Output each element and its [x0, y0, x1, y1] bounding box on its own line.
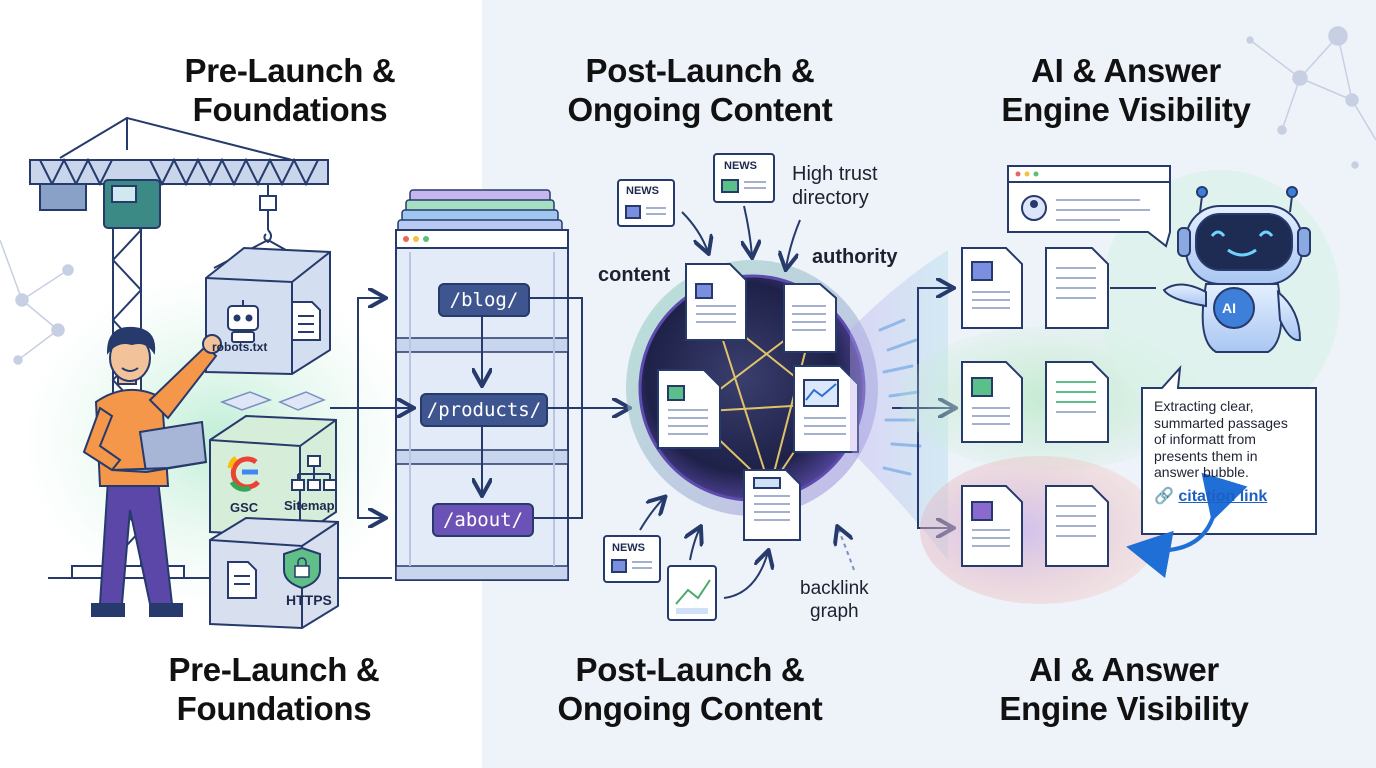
robot-icon	[227, 300, 259, 343]
high-trust-directory-label: High trust directory	[792, 162, 878, 211]
title-line: Foundations	[192, 90, 388, 128]
https-cube	[209, 516, 339, 630]
gsc-sitemap-cube	[209, 414, 337, 538]
column-title-postlaunch-bottom: Post-Launch & Ongoing Content	[510, 651, 870, 728]
column-title-ai-top: AI & Answer Engine Visibility	[946, 52, 1306, 129]
title-line: Pre-Launch &	[184, 52, 396, 89]
citation-arrow	[1126, 472, 1248, 579]
flow-arrows-middle	[639, 205, 855, 599]
bubble-line: summarted passages	[1154, 414, 1288, 431]
robots-txt-cube	[205, 246, 331, 376]
bubble-line: presents them in	[1154, 447, 1258, 464]
title-line: Pre-Launch &	[168, 651, 380, 688]
title-line: Ongoing Content	[557, 689, 823, 727]
document-icon	[227, 561, 257, 599]
news-label: NEWS	[626, 185, 659, 197]
title-line: AI & Answer	[1031, 52, 1221, 89]
link-icon: 🔗	[1154, 488, 1174, 505]
news-icons	[603, 153, 775, 621]
document-icon	[291, 301, 321, 341]
label-line: High trust	[792, 163, 878, 185]
column-title-postlaunch-top: Post-Launch & Ongoing Content	[520, 52, 880, 129]
title-line: Engine Visibility	[999, 689, 1249, 727]
person-with-laptop	[82, 326, 222, 617]
content-documents	[657, 263, 859, 541]
content-label: content	[598, 264, 671, 286]
citation-link[interactable]: 🔗 citation link	[1154, 486, 1267, 506]
google-icon	[227, 455, 260, 492]
title-line: Post-Launch &	[575, 651, 805, 688]
path-chip-about: /about/	[432, 503, 534, 537]
bubble-line: answer bubble.	[1154, 464, 1249, 481]
sitemap-label: Sitemap	[284, 498, 335, 513]
authority-label: authority	[812, 246, 898, 268]
path-chip-products: /products/	[420, 393, 548, 427]
ai-robot	[1162, 186, 1311, 353]
title-line: AI & Answer	[1029, 651, 1219, 688]
robots-txt-label: robots.txt	[212, 340, 268, 354]
title-line: Engine Visibility	[1001, 90, 1251, 128]
column-title-ai-bottom: AI & Answer Engine Visibility	[944, 651, 1304, 728]
backlink-graph-label: backlink graph	[800, 578, 869, 624]
shield-lock-icon	[283, 546, 321, 590]
label-line: directory	[792, 187, 869, 210]
path-chip-blog: /blog/	[438, 283, 530, 317]
title-line: Post-Launch &	[585, 52, 815, 89]
chat-window	[1007, 165, 1171, 248]
ai-documents	[961, 247, 1109, 567]
citation-link-text[interactable]: citation link	[1178, 488, 1268, 505]
bubble-line: Extracting clear,	[1154, 398, 1254, 414]
ai-badge: AI	[1222, 300, 1236, 316]
column-title-prelaunch-bottom: Pre-Launch & Foundations	[94, 651, 454, 728]
row-glow-purple	[920, 456, 1160, 604]
title-line: Ongoing Content	[567, 90, 833, 128]
flow-arrows-left	[330, 298, 628, 518]
news-label: NEWS	[724, 160, 757, 172]
data-stream	[850, 250, 948, 560]
news-label: NEWS	[612, 542, 645, 554]
label-line: backlink	[800, 578, 869, 599]
sitemap-icon	[291, 455, 337, 491]
bubble-line: of informatt from	[1154, 431, 1256, 448]
title-line: Foundations	[176, 689, 372, 727]
gsc-label: GSC	[230, 500, 259, 515]
https-label: HTTPS	[286, 592, 332, 608]
label-line: graph	[810, 600, 859, 622]
column-title-prelaunch-top: Pre-Launch & Foundations	[110, 52, 470, 129]
floating-tiles	[219, 391, 326, 411]
network-decoration	[0, 26, 1376, 365]
answer-bubble-text: Extracting clear, summarted passages of …	[1154, 398, 1312, 481]
